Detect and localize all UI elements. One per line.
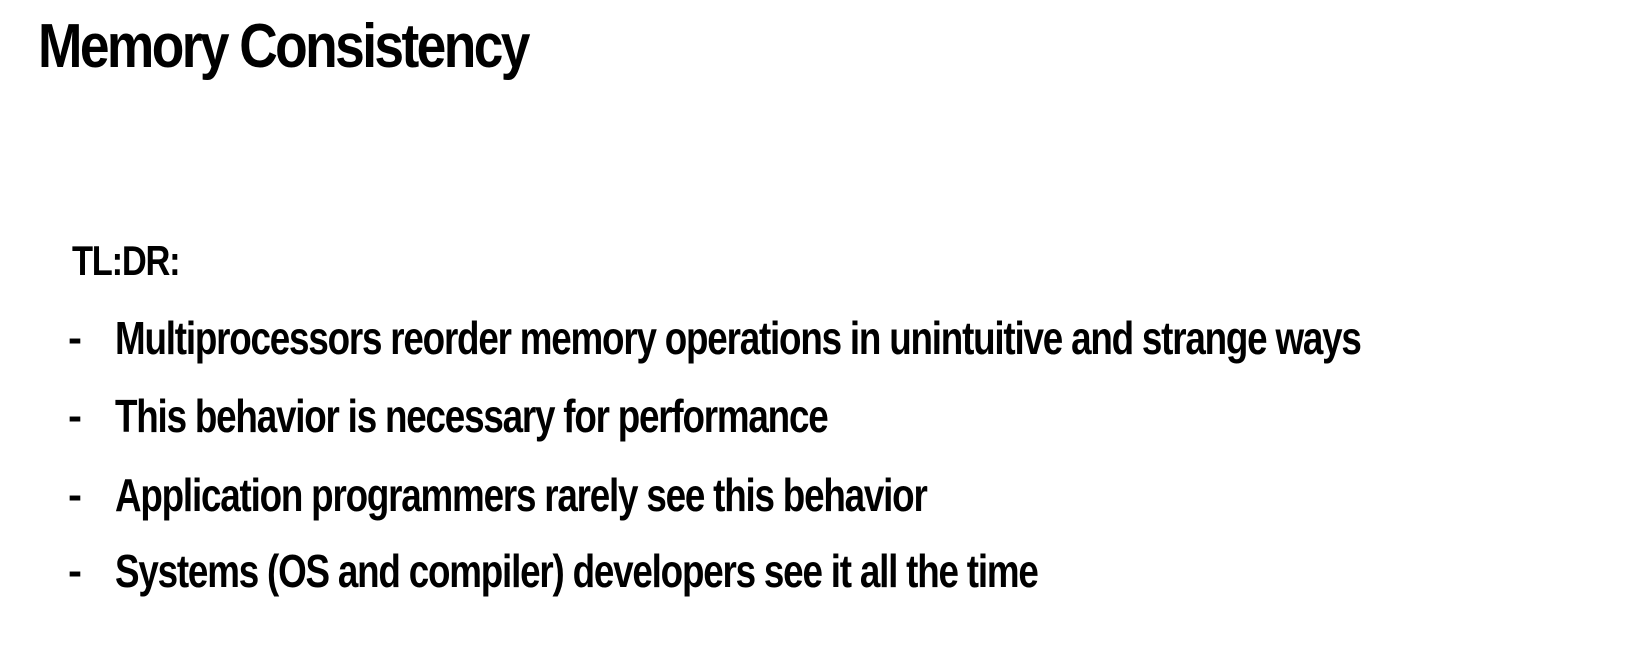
- bullet-dash: -: [68, 392, 82, 439]
- bullet-text: Multiprocessors reorder memory operation…: [115, 312, 1362, 364]
- bullet-item: - Multiprocessors reorder memory operati…: [68, 310, 1638, 366]
- bullet-dash: -: [68, 547, 82, 594]
- bullet-item: - This behavior is necessary for perform…: [68, 388, 1638, 444]
- bullet-text: Application programmers rarely see this …: [115, 469, 928, 521]
- bullet-text: Systems (OS and compiler) developers see…: [115, 545, 1039, 597]
- bullet-dash: -: [68, 314, 82, 361]
- bullet-item: - Application programmers rarely see thi…: [68, 467, 1638, 523]
- bullet-text: This behavior is necessary for performan…: [115, 390, 829, 442]
- bullet-dash: -: [68, 471, 82, 518]
- tldr-heading: TL:DR:: [72, 237, 181, 284]
- slide-title: Memory Consistency: [38, 12, 530, 81]
- bullet-item: - Systems (OS and compiler) developers s…: [68, 543, 1638, 599]
